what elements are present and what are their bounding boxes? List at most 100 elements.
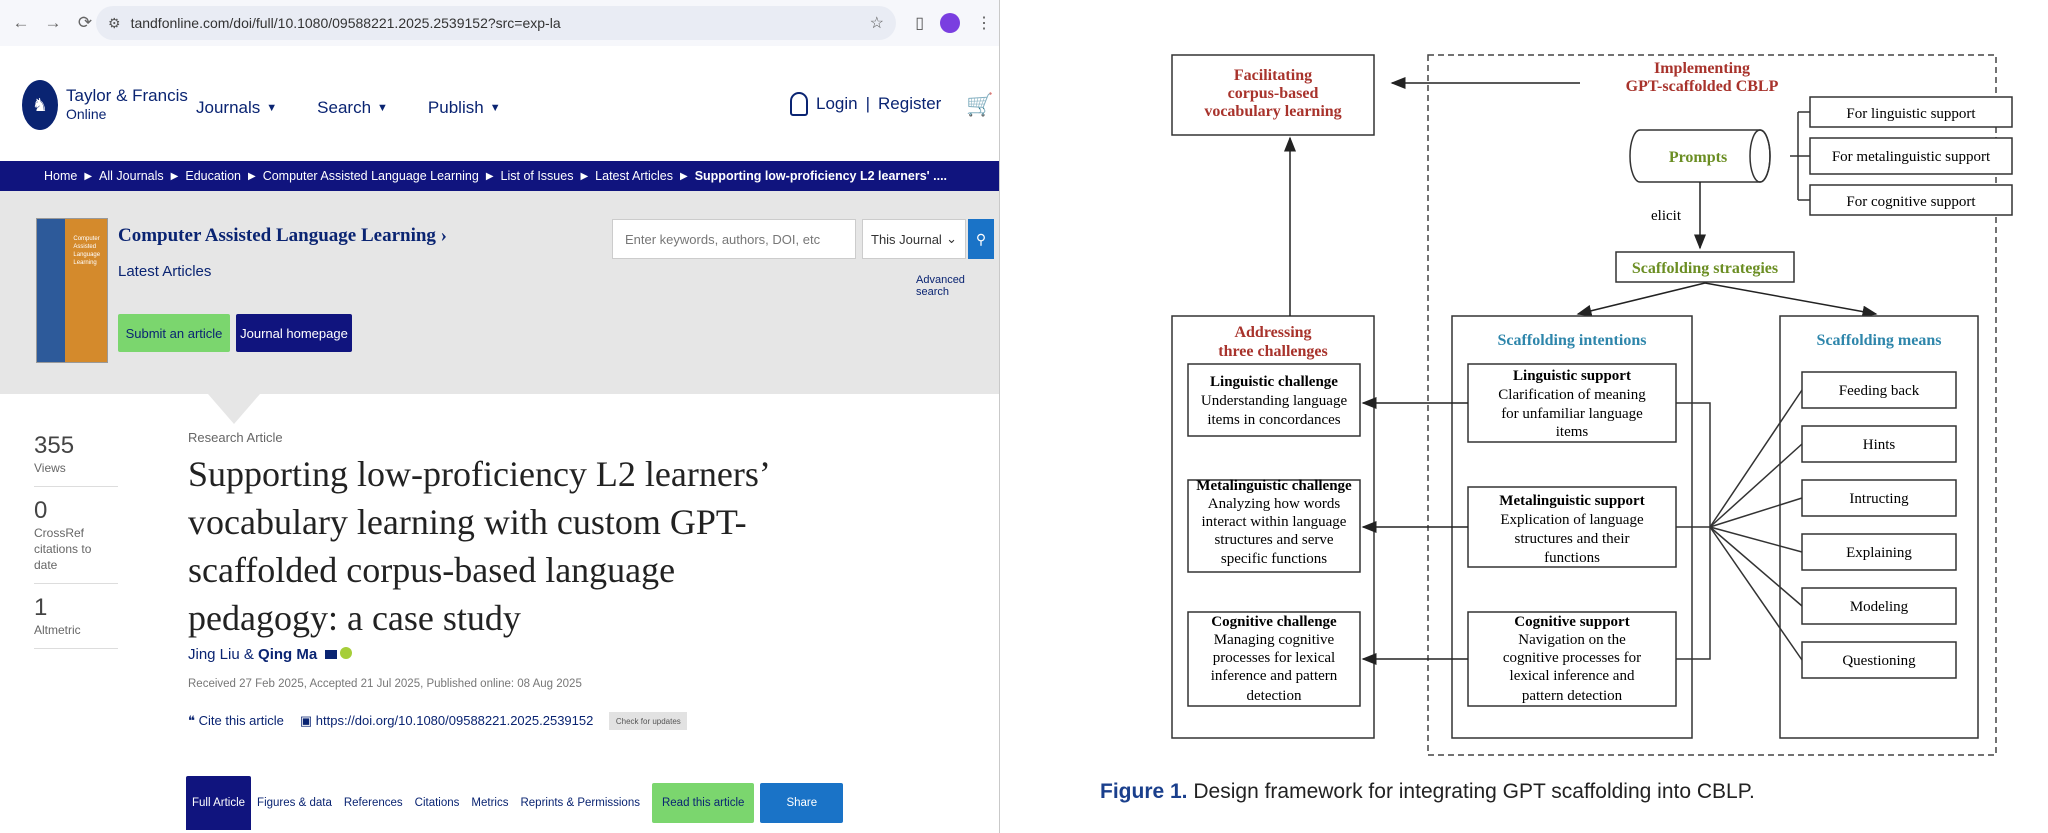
challenge-line: processes for lexical: [1213, 650, 1335, 666]
metric-altmetric[interactable]: 1 Altmetric: [34, 594, 118, 649]
breadcrumb-current: Supporting low-proficiency L2 learners' …: [694, 169, 948, 183]
breadcrumb-arrow-icon: ▶: [84, 170, 93, 182]
article-type: Research Article: [188, 430, 283, 445]
support-title: Linguistic support: [1513, 368, 1631, 384]
means-box: [1801, 479, 1957, 517]
breadcrumb-journal[interactable]: Computer Assisted Language Learning: [262, 169, 479, 183]
support-line: Explication of language: [1500, 512, 1644, 528]
breadcrumb-arrow-icon: ▶: [170, 170, 179, 182]
author-link[interactable]: Jing Liu: [188, 646, 240, 663]
advanced-search-link[interactable]: Advanced search: [916, 274, 965, 298]
implementation-container: [1427, 54, 1997, 756]
breadcrumb-latest[interactable]: Latest Articles: [595, 169, 673, 183]
journal-name-link[interactable]: Computer Assisted Language Learning ›: [118, 225, 448, 246]
login-link[interactable]: Login: [816, 94, 858, 113]
challenge-boxes: Linguistic challenge Understanding langu…: [1187, 363, 1361, 707]
main-nav: Journals▼ Search▼ Publish▼: [196, 98, 501, 118]
share-button[interactable]: Share: [760, 783, 844, 823]
site-header: ♞ Taylor & Francis Online Journals▼ Sear…: [0, 46, 999, 161]
means-label: Hints: [1863, 437, 1896, 453]
means-label: Intructing: [1849, 491, 1909, 507]
breadcrumb-education[interactable]: Education: [185, 169, 241, 183]
search-input[interactable]: Enter keywords, authors, DOI, etc: [612, 219, 856, 259]
register-link[interactable]: Register: [878, 94, 942, 113]
tab-full-article[interactable]: Full Article: [186, 776, 252, 830]
author-link[interactable]: Qing Ma: [258, 646, 318, 663]
metric-views: 355 Views: [34, 432, 118, 487]
journal-cover[interactable]: Computer Assisted Language Learning: [36, 218, 108, 363]
means-boxes: Feeding backHintsIntructingExplainingMod…: [1709, 371, 1957, 679]
latest-articles-link[interactable]: Latest Articles: [118, 263, 212, 280]
reload-icon[interactable]: ⟳: [77, 13, 93, 32]
menu-dots-icon[interactable]: ⋮: [976, 15, 992, 32]
prompt-support-label: For cognitive support: [1846, 194, 1976, 210]
cart-icon[interactable]: 🛒: [966, 92, 994, 117]
challenge-box: [1187, 479, 1361, 573]
login-divider: |: [865, 94, 871, 113]
support-line: pattern detection: [1522, 688, 1623, 704]
means-box: [1801, 533, 1957, 571]
quote-icon: ❝: [188, 713, 199, 728]
breadcrumb-home[interactable]: Home: [44, 169, 78, 183]
strategies-box: [1615, 251, 1795, 283]
prompt-support-box: [1809, 137, 2013, 175]
support-box: [1467, 363, 1677, 443]
breadcrumb-arrow-icon: ▶: [485, 170, 494, 182]
challenge-line: structures and serve: [1214, 532, 1333, 548]
check-updates-badge[interactable]: Check for updates: [609, 712, 688, 730]
tab-reprints[interactable]: Reprints & Permissions: [520, 797, 640, 809]
support-line: for unfamiliar language: [1501, 406, 1643, 422]
email-icon[interactable]: [325, 650, 338, 659]
person-icon: [790, 92, 808, 116]
back-icon[interactable]: ←: [12, 13, 30, 32]
forward-icon[interactable]: →: [44, 13, 62, 32]
orcid-icon[interactable]: [340, 647, 353, 659]
publisher-logo[interactable]: ♞ Taylor & Francis Online: [22, 80, 188, 130]
browser-window: ← → ⟳ ⚙ tandfonline.com/doi/full/10.1080…: [0, 0, 1000, 833]
journal-homepage-button[interactable]: Journal homepage: [236, 314, 352, 352]
doi-link[interactable]: ▣ https://doi.org/10.1080/09588221.2025.…: [300, 713, 593, 729]
account-links: Login | Register: [790, 92, 941, 116]
address-bar[interactable]: ⚙ tandfonline.com/doi/full/10.1080/09588…: [96, 6, 896, 40]
tab-citations[interactable]: Citations: [414, 797, 460, 809]
tab-references[interactable]: References: [343, 797, 403, 809]
breadcrumb-issues[interactable]: List of Issues: [500, 169, 574, 183]
search-scope-select[interactable]: This Journal ⌄: [862, 219, 966, 259]
article-metrics: 355 Views 0 CrossRef citations to date 1…: [34, 432, 118, 659]
support-line: items: [1556, 424, 1589, 440]
elicit-label: elicit: [1651, 208, 1682, 224]
logo-mark-icon: ♞: [22, 80, 58, 130]
prompts-brace: [1790, 111, 1810, 201]
cite-article-link[interactable]: ❝ Cite this article: [188, 713, 284, 729]
profile-avatar[interactable]: [940, 13, 960, 33]
challenge-title: Metalinguistic challenge: [1196, 478, 1352, 494]
banner-notch: [208, 394, 260, 424]
support-title: Metalinguistic support: [1499, 493, 1644, 509]
submit-article-button[interactable]: Submit an article: [118, 314, 230, 352]
search-button[interactable]: ⚲: [968, 219, 994, 259]
challenge-title: Cognitive challenge: [1211, 614, 1337, 630]
challenge-line: items in concordances: [1207, 412, 1340, 428]
extensions-icon[interactable]: ▯: [915, 15, 924, 32]
breadcrumb: Home ▶ All Journals ▶ Education ▶ Computer …: [0, 161, 999, 191]
nav-journals[interactable]: Journals▼: [196, 98, 278, 117]
challenge-box: [1187, 363, 1361, 437]
breadcrumb-all-journals[interactable]: All Journals: [99, 169, 164, 183]
bookmark-star-icon[interactable]: ☆: [869, 15, 884, 32]
breadcrumb-arrow-icon: ▶: [580, 170, 589, 182]
means-label: Questioning: [1842, 653, 1916, 669]
publisher-sub: Online: [66, 106, 107, 122]
nav-publish[interactable]: Publish▼: [427, 98, 501, 117]
nav-search[interactable]: Search▼: [317, 98, 388, 117]
site-info-icon[interactable]: ⚙: [108, 14, 121, 31]
metric-value: 355: [34, 432, 75, 459]
challenge-line: Analyzing how words: [1208, 496, 1341, 512]
support-line: lexical inference and: [1510, 668, 1635, 684]
read-article-button[interactable]: Read this article: [651, 783, 755, 823]
figure-caption-text: Design framework for integrating GPT sca…: [1193, 780, 1755, 803]
tab-figures[interactable]: Figures & data: [257, 797, 332, 809]
tab-metrics[interactable]: Metrics: [471, 797, 509, 809]
addressing-line: Addressing: [1234, 324, 1311, 341]
prompt-support-label: For linguistic support: [1846, 106, 1976, 122]
facilitating-box: [1171, 54, 1375, 136]
